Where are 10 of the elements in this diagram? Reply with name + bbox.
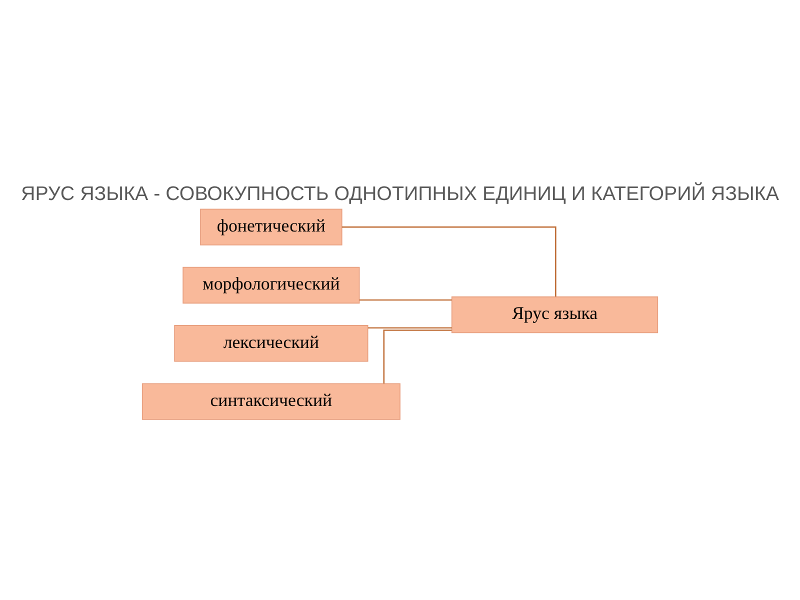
node-box: синтаксический	[142, 383, 400, 420]
connector	[368, 327, 452, 329]
diagram-title: ЯРУС ЯЗЫКА - СОВОКУПНОСТЬ ОДНОТИПНЫХ ЕДИНИЦ И КАТЕГОРИЙ ЯЗЫКА	[21, 182, 779, 205]
node-box: лексический	[174, 325, 368, 362]
connector	[342, 226, 556, 297]
connector	[359, 299, 452, 301]
node-box: морфологический	[182, 266, 360, 304]
node-box: фонетический	[200, 208, 342, 246]
connector	[383, 330, 452, 384]
node-box: Ярус языка	[451, 296, 658, 334]
